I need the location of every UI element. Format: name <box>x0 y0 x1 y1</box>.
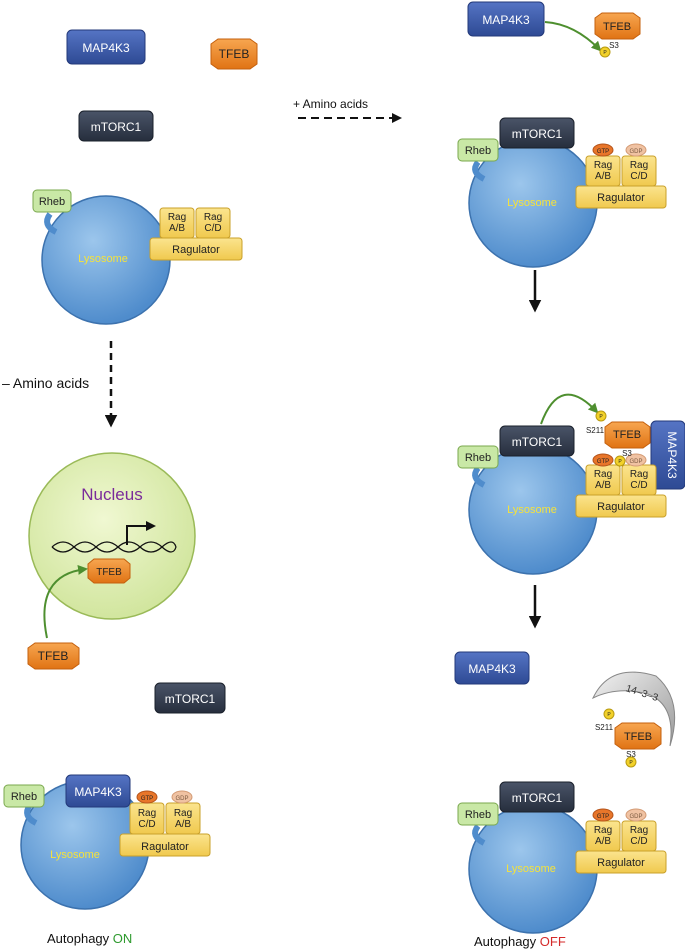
br-p1-label: P <box>607 712 611 718</box>
tr-gdp-label: GDP <box>629 149 642 155</box>
mr-gdp-label: GDP <box>629 459 642 465</box>
br-s3-label: S3 <box>626 750 636 759</box>
mr-lysosome-assembly: Lysosome Rheb mTORC1 MAP4K3 Ragulator Ra… <box>457 410 685 575</box>
bl-tfeb-box: TFEB <box>27 642 80 670</box>
mr-s211-label: S211 <box>586 426 605 435</box>
tl-lysosome-label: Lysosome <box>78 253 128 265</box>
nucleus-label: Nucleus <box>81 485 142 504</box>
tr-mtorc1-label: mTORC1 <box>512 127 563 141</box>
tl-map4k3-label: MAP4K3 <box>82 41 130 55</box>
bl-tfeb-label: TFEB <box>38 649 69 663</box>
br-lysosome-label: Lysosome <box>506 863 556 875</box>
br-mtorc1-label: mTORC1 <box>512 791 563 805</box>
mr-gtp-label: GTP <box>597 459 609 465</box>
minus-amino-label: – Amino acids <box>2 375 89 391</box>
bl-gtp-label: GTP <box>141 796 153 802</box>
tl-tfeb-box: TFEB <box>210 38 258 70</box>
tr-tfeb-label: TFEB <box>603 21 631 33</box>
tl-rheb-label: Rheb <box>39 196 65 208</box>
bl-lysosome-label: Lysosome <box>50 849 100 861</box>
tr-lysosome-label: Lysosome <box>507 197 557 209</box>
tr-tfeb-box: TFEB S3 P <box>594 12 641 58</box>
tr-map4k3-box: MAP4K3 <box>467 1 545 37</box>
tl-tfeb-label: TFEB <box>219 47 250 61</box>
tl-map4k3-box: MAP4K3 <box>66 29 146 65</box>
caption-on: Autophagy ON <box>47 931 132 946</box>
tr-p-label: P <box>603 50 607 56</box>
br-gdp-label: GDP <box>629 814 642 820</box>
bl-gdp-label: GDP <box>175 796 188 802</box>
tl-ragulator-label: Ragulator <box>172 244 220 256</box>
bl-map4k3-label: MAP4K3 <box>74 785 122 799</box>
tr-phospho-arrow <box>544 21 602 52</box>
bl-mtorc1-label: mTORC1 <box>165 692 216 706</box>
mr-p1-label: P <box>599 414 603 420</box>
transcription-start-arrow <box>126 521 156 545</box>
bl-rheb-label: Rheb <box>11 791 37 803</box>
tr-s3-label: S3 <box>609 41 619 50</box>
br-map4k3-box: MAP4K3 <box>454 651 530 685</box>
nuc-tfeb-label: TFEB <box>96 567 122 578</box>
br-14-3-3-complex: 14–3–3 TFEB P S211 S3 P <box>591 671 676 768</box>
tl-mtorc1-label: mTORC1 <box>91 120 142 134</box>
tr-gtp-label: GTP <box>597 149 609 155</box>
br-tfeb-label: TFEB <box>624 731 652 743</box>
mr-map4k3-label: MAP4K3 <box>665 431 679 479</box>
tfeb-import-arrow <box>43 564 88 639</box>
br-gtp-label: GTP <box>597 814 609 820</box>
mr-lysosome-label: Lysosome <box>507 504 557 516</box>
br-map4k3-label: MAP4K3 <box>468 662 516 676</box>
mr-p2-label: P <box>618 459 622 465</box>
tr-map4k3-label: MAP4K3 <box>482 13 530 27</box>
nucleus: Nucleus TFEB <box>28 452 196 620</box>
caption-off: Autophagy OFF <box>474 934 566 949</box>
mr-tfeb-label: TFEB <box>613 429 641 441</box>
bl-mtorc1-box: mTORC1 <box>154 682 226 714</box>
mr-phospho-arrow <box>540 393 599 425</box>
tr-ragulator-label: Ragulator <box>597 192 645 204</box>
plus-amino-label: + Amino acids <box>293 97 368 111</box>
mr-rheb-label: Rheb <box>465 452 491 464</box>
br-rheb-label: Rheb <box>465 809 491 821</box>
mr-ragulator-label: Ragulator <box>597 501 645 513</box>
mr-mtorc1-label: mTORC1 <box>512 435 563 449</box>
br-s211-label: S211 <box>595 723 614 732</box>
bl-ragulator-label: Ragulator <box>141 841 189 853</box>
br-ragulator-label: Ragulator <box>597 857 645 869</box>
br-p2-label: P <box>629 760 633 766</box>
tl-mtorc1-box: mTORC1 <box>78 110 154 142</box>
mr-s3-label: S3 <box>622 449 632 458</box>
tr-rheb-label: Rheb <box>465 145 491 157</box>
dna-helix <box>51 541 177 553</box>
